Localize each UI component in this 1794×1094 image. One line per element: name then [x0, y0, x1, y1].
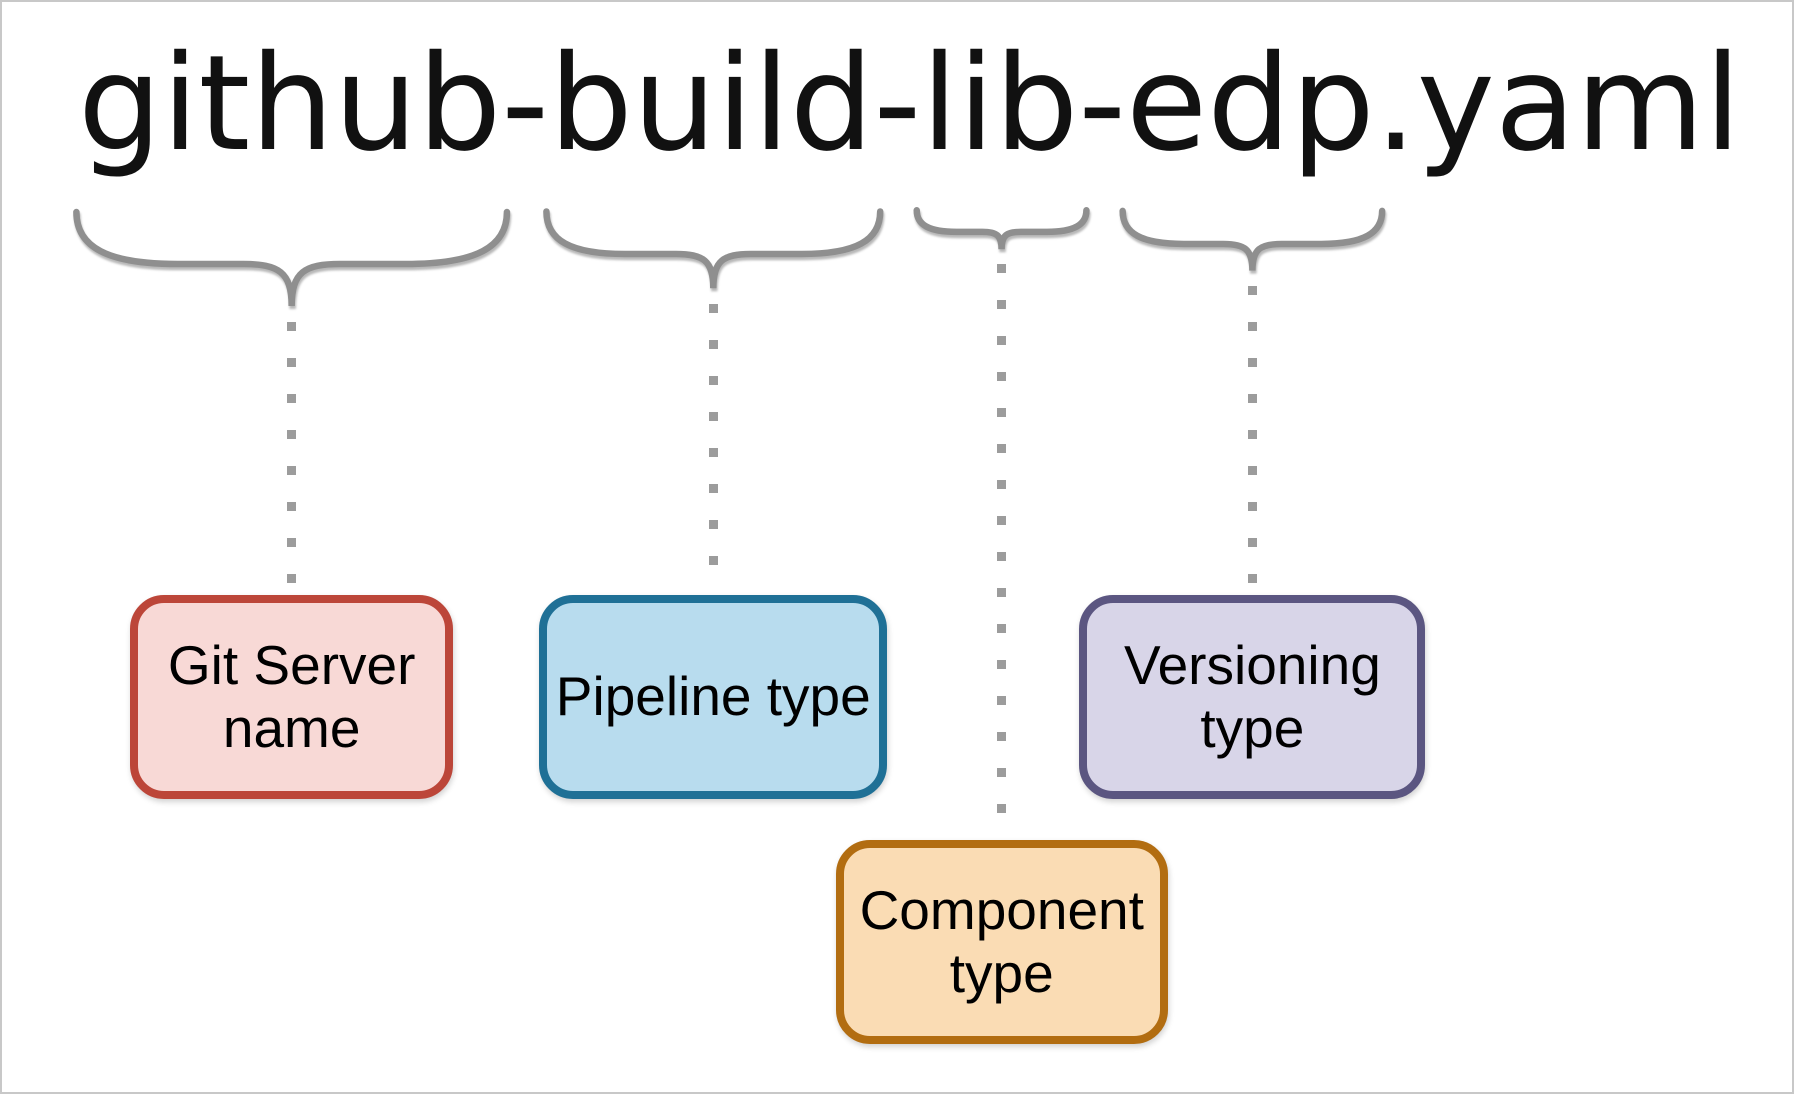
- filename-segment-build: build: [548, 27, 874, 181]
- underbrace-edp: [1120, 209, 1385, 273]
- filename-segment-edp: edp: [1125, 27, 1375, 181]
- dotted-connector-edp: [1247, 285, 1257, 586]
- callout-box-pipeline-type: Pipeline type: [539, 595, 888, 799]
- filename-title: github-build-lib-edp.yaml: [78, 32, 1741, 177]
- dotted-connector-build: [708, 303, 718, 586]
- filename-separator: -: [501, 27, 549, 181]
- filename-segment-github: github: [78, 27, 502, 181]
- callout-box-versioning-type: Versioning type: [1079, 595, 1426, 799]
- callout-label-pipeline-type: Pipeline type: [555, 665, 871, 728]
- callout-box-component-type: Component type: [835, 840, 1168, 1044]
- underbrace-lib: [915, 209, 1088, 251]
- callout-label-component-type: Component type: [859, 878, 1144, 1004]
- callout-label-versioning-type: Versioning type: [1123, 633, 1381, 759]
- filename-separator: -: [1078, 27, 1126, 181]
- filename-separator: -: [873, 27, 922, 181]
- filename-separator: .yaml: [1374, 27, 1742, 181]
- underbrace-build: [543, 209, 884, 291]
- dotted-connector-github: [287, 322, 297, 586]
- underbrace-github: [72, 209, 511, 309]
- callout-label-git-server-name: Git Server name: [167, 633, 416, 759]
- dotted-connector-lib: [997, 263, 1007, 831]
- filename-segment-lib: lib: [921, 27, 1079, 181]
- callout-box-git-server-name: Git Server name: [130, 595, 454, 799]
